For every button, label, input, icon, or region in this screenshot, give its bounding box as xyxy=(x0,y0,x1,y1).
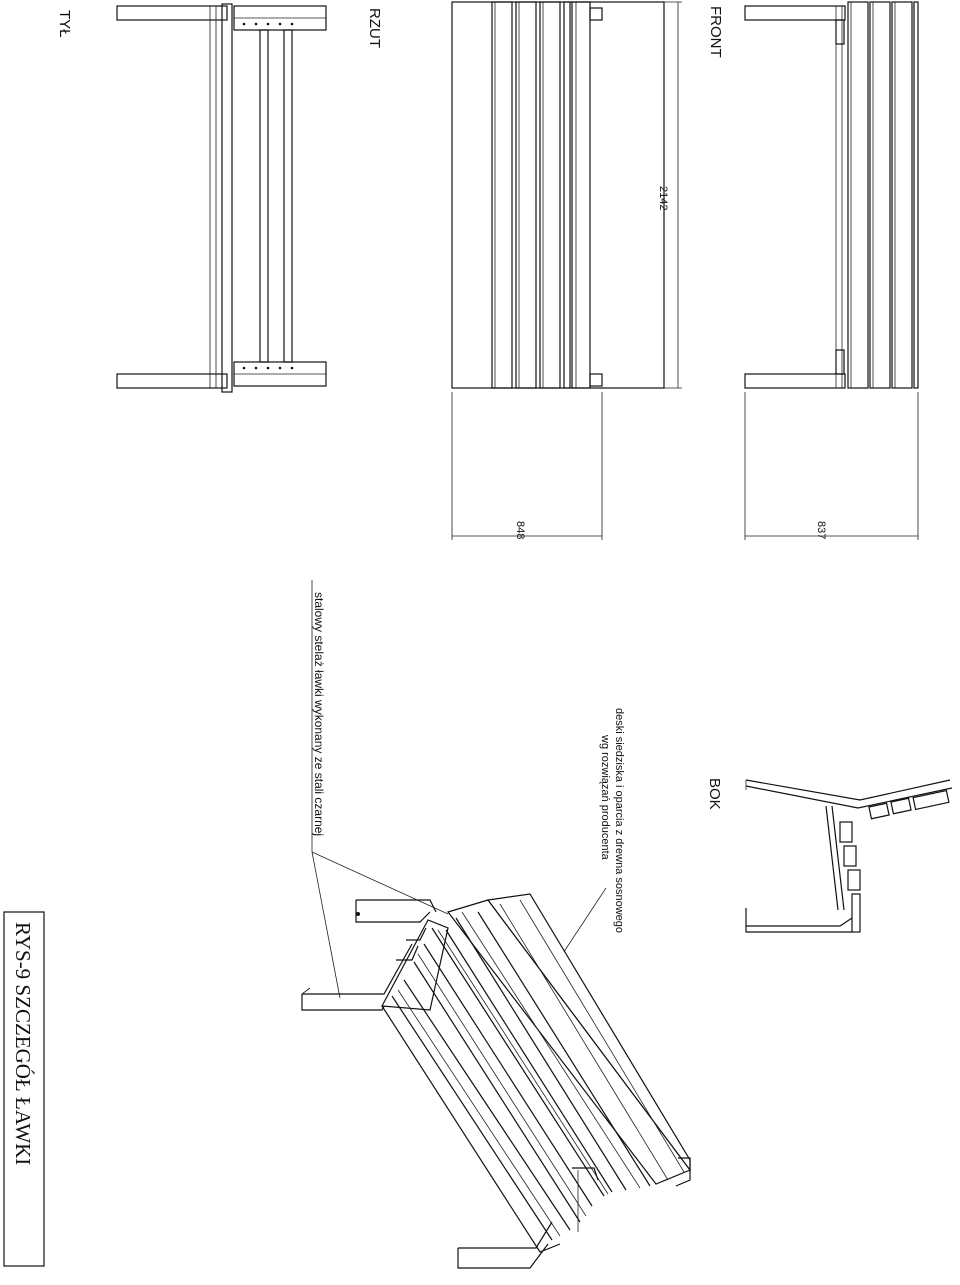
note-frame: stalowy stelaż ławki wykonany ze stali c… xyxy=(312,592,326,836)
dimension-height: 837 xyxy=(815,521,827,539)
leader-frame-2 xyxy=(311,851,449,915)
leader-frame-1 xyxy=(311,851,341,999)
dimension-length: 2142 xyxy=(657,186,669,210)
front-view xyxy=(744,1,919,540)
note-boards-line2: wg rozwiązań producenta xyxy=(599,734,611,861)
title-block-frame xyxy=(3,911,45,1267)
side-view xyxy=(745,779,953,933)
back-view xyxy=(116,3,327,393)
note-boards-line1: deski siedziska i oparcia z drewna sosno… xyxy=(613,708,625,933)
side-view-label: BOK xyxy=(706,778,723,810)
back-view-label: TYŁ xyxy=(56,10,73,38)
dimension-depth: 848 xyxy=(514,521,526,539)
front-view-label: FRONT xyxy=(707,6,724,58)
plan-view-label: RZUT xyxy=(366,8,383,48)
drawing-title: RYS-9 SZCZEGÓŁ ŁAWKI xyxy=(11,922,35,1165)
isometric-bench xyxy=(301,893,691,1269)
plan-view xyxy=(451,1,682,540)
